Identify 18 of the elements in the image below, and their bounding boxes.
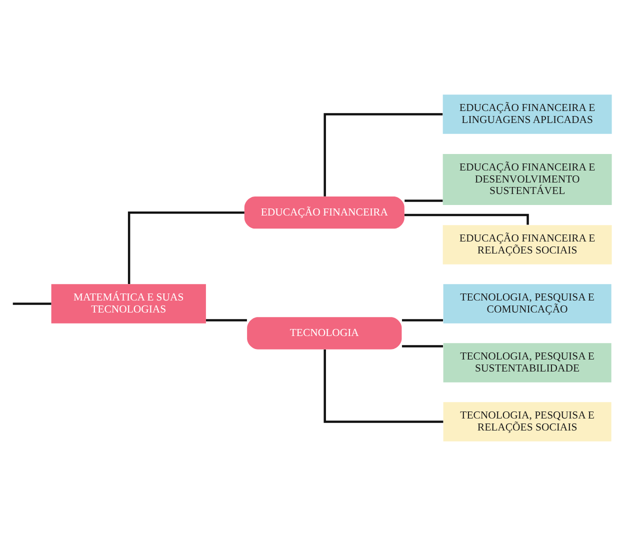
connector [404, 214, 529, 225]
connector [402, 319, 444, 322]
node-box: EDUCAÇÃO FINANCEIRA [244, 196, 404, 229]
connector [12, 302, 52, 305]
node-box: TECNOLOGIA, PESQUISA E RELAÇÕES SOCIAIS [443, 402, 612, 442]
node-box: MATEMÁTICA E SUAS TECNOLOGIAS [51, 284, 206, 324]
connector [206, 319, 247, 322]
connector [128, 211, 244, 284]
connector [402, 345, 444, 348]
connector [324, 113, 443, 196]
connector [404, 200, 443, 202]
node-box: EDUCAÇÃO FINANCEIRA E LINGUAGENS APLICADAS [442, 94, 612, 134]
node-box: TECNOLOGIA, PESQUISA E SUSTENTABILIDADE [443, 343, 612, 382]
node-box: EDUCAÇÃO FINANCEIRA E DESENVOLVIMENTO SUSTENTÁVEL [442, 154, 612, 205]
connector [324, 350, 444, 423]
node-box: TECNOLOGIA [247, 317, 402, 350]
node-box: TECNOLOGIA, PESQUISA E COMUNICAÇÃO [443, 284, 612, 324]
node-box: EDUCAÇÃO FINANCEIRA E RELAÇÕES SOCIAIS [442, 225, 612, 264]
